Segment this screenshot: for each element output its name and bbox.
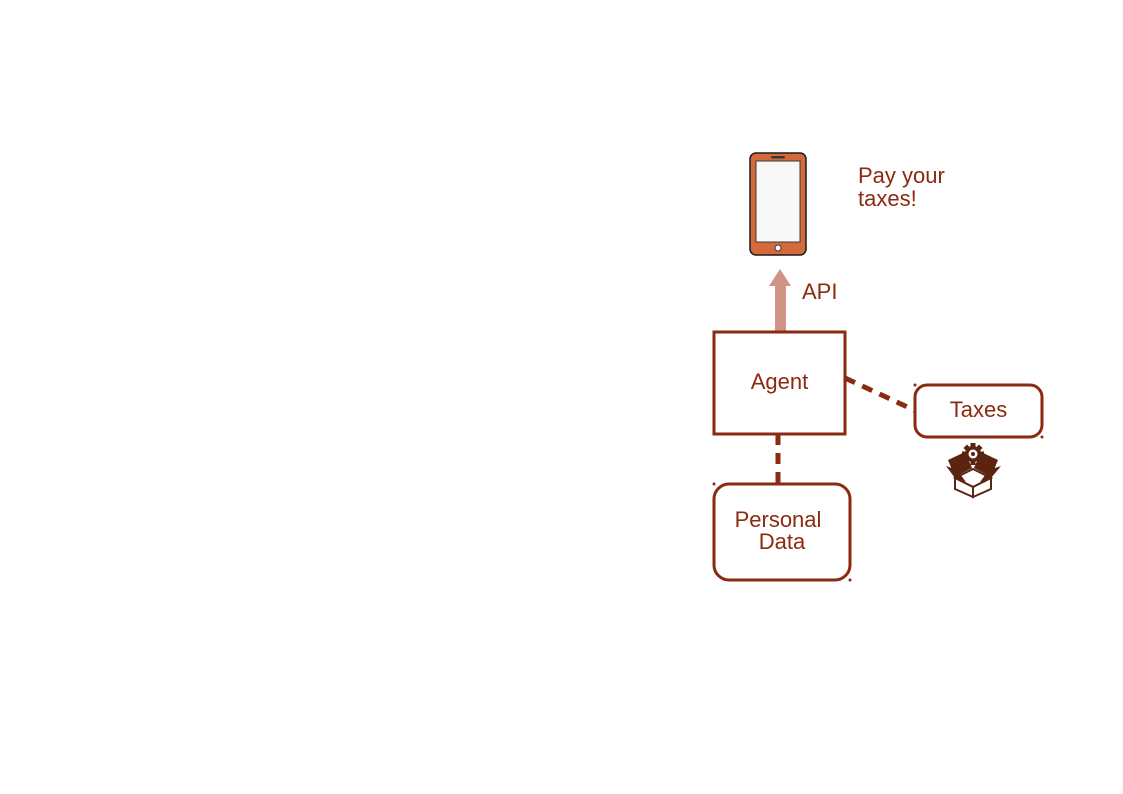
personal-data-line1: Personal — [735, 507, 822, 532]
api-label: API — [802, 279, 837, 304]
agent-label: Agent — [751, 369, 809, 394]
phone-message-line1: Pay your — [858, 163, 945, 188]
agent-taxes-connector — [843, 375, 918, 414]
smartphone-icon — [749, 152, 807, 256]
personal-data-box — [712, 482, 852, 582]
api-arrow — [769, 269, 791, 333]
package-gear-icon — [946, 443, 1001, 499]
taxes-box — [913, 383, 1044, 439]
agent-box — [712, 330, 847, 436]
phone-message-line2: taxes! — [858, 186, 917, 211]
taxes-label: Taxes — [950, 397, 1007, 422]
personal-data-line2: Data — [759, 529, 806, 554]
